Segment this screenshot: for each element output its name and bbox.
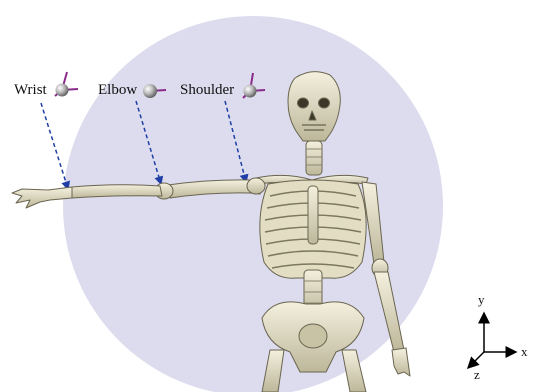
x-axis-label: x (521, 345, 528, 358)
skull (288, 72, 340, 141)
hand (12, 187, 72, 208)
sternum (308, 186, 318, 244)
y-axis-label: y (478, 293, 485, 306)
pelvic-inlet (299, 324, 327, 348)
wrist-label: Wrist (14, 83, 47, 98)
z-axis-arrow (468, 352, 484, 368)
wrist-leader-line (41, 103, 68, 189)
right-eye-socket (319, 98, 330, 108)
wrist-frame-marker (55, 72, 78, 97)
workspace-sphere (63, 16, 443, 392)
shoulder-joint (247, 178, 265, 194)
coordinate-axes (468, 313, 516, 368)
forearm (72, 185, 162, 198)
elbow-label: Elbow (98, 83, 137, 98)
z-axis-label: z (474, 368, 480, 381)
left-hand (392, 348, 410, 376)
left-eye-socket (298, 98, 309, 108)
shoulder-label: Shoulder (180, 83, 234, 98)
cervical-spine (306, 141, 322, 175)
